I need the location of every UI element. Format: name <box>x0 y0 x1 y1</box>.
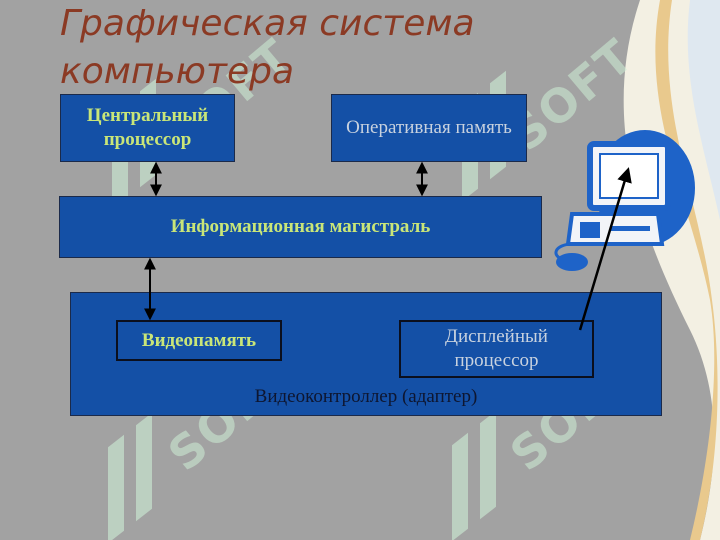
vram-label: Видеопамять <box>141 329 257 351</box>
display-processor-label: Дисплейный процессор <box>445 326 548 371</box>
cpu-label: Центральный процессор <box>86 105 209 150</box>
display-processor-block: Дисплейный процессор <box>399 320 594 378</box>
slot-icon <box>610 226 650 231</box>
bus-label: Информационная магистраль <box>170 216 431 237</box>
cpu-block: Центральный процессор <box>60 94 235 162</box>
computer-icon <box>554 130 695 271</box>
drive-icon <box>580 222 600 238</box>
display-arrow-icon <box>578 167 632 331</box>
ram-block: Оперативная память <box>331 94 527 162</box>
bus-block: Информационная магистраль <box>59 196 542 258</box>
vram-block: Видеопамять <box>116 320 282 361</box>
mouse-icon <box>556 253 588 271</box>
ram-label: Оперативная память <box>346 117 512 138</box>
swoosh-gold <box>655 0 718 540</box>
slide-title: Графическая система компьютера <box>60 3 475 92</box>
swoosh-blue <box>687 0 720 220</box>
video-controller-label: Видеоконтроллер (адаптер) <box>254 386 478 407</box>
